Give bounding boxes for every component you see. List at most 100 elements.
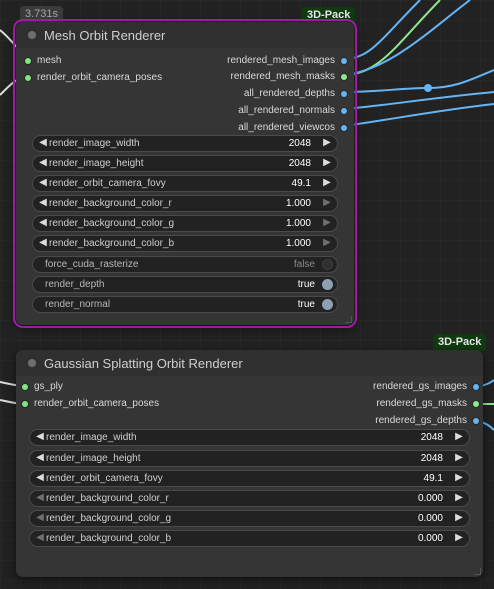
toggle-render-depth[interactable]: render_depth true <box>32 276 338 293</box>
output-dot-icon[interactable] <box>473 418 479 424</box>
increment-arrow-icon[interactable]: ▶ <box>323 177 331 188</box>
node2-title-bar[interactable]: Gaussian Splatting Orbit Renderer <box>16 350 483 376</box>
widget-render-background-color-r[interactable]: ◀ render_background_color_r 0.000 ▶ <box>29 490 470 507</box>
output-dot-icon[interactable] <box>341 58 347 64</box>
wire-masks-out <box>343 0 441 76</box>
toggle-force-cuda-rasterize[interactable]: force_cuda_rasterize false <box>32 256 338 273</box>
input-slot-mesh[interactable]: mesh <box>25 55 62 66</box>
output-dot-icon[interactable] <box>341 125 347 131</box>
increment-arrow-icon[interactable]: ▶ <box>323 217 331 228</box>
output-dot-icon[interactable] <box>473 401 479 407</box>
decrement-arrow-icon[interactable]: ◀ <box>39 157 47 168</box>
output-slot-all-rendered-depths[interactable]: all_rendered_depths <box>244 88 347 99</box>
toggle-knob-icon[interactable] <box>322 259 333 270</box>
toggle-label: render_normal <box>45 299 111 310</box>
toggle-value: true <box>297 299 315 310</box>
widget-label: render_image_width <box>49 138 140 149</box>
input-dot-icon[interactable] <box>22 401 28 407</box>
widget-value[interactable]: 2048 <box>420 453 443 464</box>
increment-arrow-icon[interactable]: ▶ <box>455 512 463 523</box>
output-dot-icon[interactable] <box>341 91 347 97</box>
toggle-knob-icon[interactable] <box>322 279 333 290</box>
wire-images-out <box>343 0 421 60</box>
increment-arrow-icon[interactable]: ▶ <box>323 157 331 168</box>
decrement-arrow-icon[interactable]: ◀ <box>39 177 47 188</box>
widget-render-background-color-b[interactable]: ◀ render_background_color_b 1.000 ▶ <box>32 235 338 252</box>
decrement-arrow-icon[interactable]: ◀ <box>36 431 44 442</box>
collapse-dot-icon[interactable] <box>28 359 36 367</box>
widget-value[interactable]: 49.1 <box>423 473 443 484</box>
node2-title: Gaussian Splatting Orbit Renderer <box>44 356 243 371</box>
widget-render-image-height[interactable]: ◀ render_image_height 2048 ▶ <box>32 155 338 172</box>
widget-render-orbit-camera-fovy[interactable]: ◀ render_orbit_camera_fovy 49.1 ▶ <box>29 470 470 487</box>
widget-value[interactable]: 1.000 <box>285 218 311 229</box>
widget-value[interactable]: 1.000 <box>285 238 311 249</box>
widget-render-background-color-g[interactable]: ◀ render_background_color_g 0.000 ▶ <box>29 510 470 527</box>
decrement-arrow-icon[interactable]: ◀ <box>36 472 44 483</box>
widget-value[interactable]: 0.000 <box>417 513 443 524</box>
widget-render-image-width[interactable]: ◀ render_image_width 2048 ▶ <box>29 429 470 446</box>
input-dot-icon[interactable] <box>25 58 31 64</box>
widget-render-image-height[interactable]: ◀ render_image_height 2048 ▶ <box>29 450 470 467</box>
output-dot-icon[interactable] <box>341 74 347 80</box>
input-slot-gs-ply[interactable]: gs_ply <box>22 381 63 392</box>
slot-label: mesh <box>37 55 62 66</box>
decrement-arrow-icon[interactable]: ◀ <box>39 137 47 148</box>
input-slot-render-orbit-camera-poses[interactable]: render_orbit_camera_poses <box>22 398 160 409</box>
output-slot-rendered-mesh-masks[interactable]: rendered_mesh_masks <box>231 71 347 82</box>
node1-title-bar[interactable]: Mesh Orbit Renderer <box>16 22 354 48</box>
widget-value[interactable]: 0.000 <box>417 533 443 544</box>
decrement-arrow-icon[interactable]: ◀ <box>39 197 47 208</box>
widget-value[interactable]: 2048 <box>420 432 443 443</box>
output-dot-icon[interactable] <box>473 384 479 390</box>
decrement-arrow-icon[interactable]: ◀ <box>39 237 47 248</box>
widget-value[interactable]: 1.000 <box>285 198 311 209</box>
widget-value[interactable]: 2048 <box>288 158 311 169</box>
widget-value[interactable]: 49.1 <box>291 178 311 189</box>
increment-arrow-icon[interactable]: ▶ <box>323 237 331 248</box>
increment-arrow-icon[interactable]: ▶ <box>455 532 463 543</box>
increment-arrow-icon[interactable]: ▶ <box>455 452 463 463</box>
widget-render-image-width[interactable]: ◀ render_image_width 2048 ▶ <box>32 135 338 152</box>
widget-render-background-color-r[interactable]: ◀ render_background_color_r 1.000 ▶ <box>32 195 338 212</box>
decrement-arrow-icon[interactable]: ◀ <box>36 512 44 523</box>
toggle-knob-icon[interactable] <box>322 299 333 310</box>
toggle-render-normal[interactable]: render_normal true <box>32 296 338 313</box>
decrement-arrow-icon[interactable]: ◀ <box>36 532 44 543</box>
decrement-arrow-icon[interactable]: ◀ <box>36 492 44 503</box>
input-dot-icon[interactable] <box>25 75 31 81</box>
slot-label: render_orbit_camera_poses <box>37 72 163 83</box>
widget-label: render_background_color_g <box>46 513 172 524</box>
slot-label: all_rendered_viewcos <box>238 122 335 133</box>
output-slot-rendered-gs-depths[interactable]: rendered_gs_depths <box>375 415 479 426</box>
output-dot-icon[interactable] <box>341 108 347 114</box>
widget-render-background-color-b[interactable]: ◀ render_background_color_b 0.000 ▶ <box>29 530 470 547</box>
output-slot-rendered-mesh-images[interactable]: rendered_mesh_images <box>227 55 347 66</box>
resize-handle-icon[interactable] <box>474 568 481 575</box>
output-slot-all-rendered-viewcos[interactable]: all_rendered_viewcos <box>238 122 347 133</box>
increment-arrow-icon[interactable]: ▶ <box>455 492 463 503</box>
decrement-arrow-icon[interactable]: ◀ <box>39 217 47 228</box>
output-slot-all-rendered-normals[interactable]: all_rendered_normals <box>238 105 347 116</box>
widget-render-background-color-g[interactable]: ◀ render_background_color_g 1.000 ▶ <box>32 215 338 232</box>
input-slot-render-orbit-camera-poses[interactable]: render_orbit_camera_poses <box>25 72 163 83</box>
widget-value[interactable]: 2048 <box>288 138 311 149</box>
widget-render-orbit-camera-fovy[interactable]: ◀ render_orbit_camera_fovy 49.1 ▶ <box>32 175 338 192</box>
decrement-arrow-icon[interactable]: ◀ <box>36 452 44 463</box>
increment-arrow-icon[interactable]: ▶ <box>455 472 463 483</box>
slot-label: rendered_gs_images <box>373 381 467 392</box>
increment-arrow-icon[interactable]: ▶ <box>323 197 331 208</box>
slot-label: render_orbit_camera_poses <box>34 398 160 409</box>
collapse-dot-icon[interactable] <box>28 31 36 39</box>
widget-label: render_background_color_r <box>46 493 169 504</box>
output-slot-rendered-gs-images[interactable]: rendered_gs_images <box>373 381 479 392</box>
node-gaussian-splatting-orbit-renderer[interactable]: Gaussian Splatting Orbit Renderer gs_ply… <box>16 350 483 577</box>
node1-title: Mesh Orbit Renderer <box>44 28 166 43</box>
increment-arrow-icon[interactable]: ▶ <box>323 137 331 148</box>
node-mesh-orbit-renderer[interactable]: Mesh Orbit Renderer mesh render_orbit_ca… <box>13 19 357 328</box>
output-slot-rendered-gs-masks[interactable]: rendered_gs_masks <box>376 398 479 409</box>
increment-arrow-icon[interactable]: ▶ <box>455 431 463 442</box>
widget-value[interactable]: 0.000 <box>417 493 443 504</box>
resize-handle-icon[interactable] <box>345 316 352 323</box>
input-dot-icon[interactable] <box>22 384 28 390</box>
